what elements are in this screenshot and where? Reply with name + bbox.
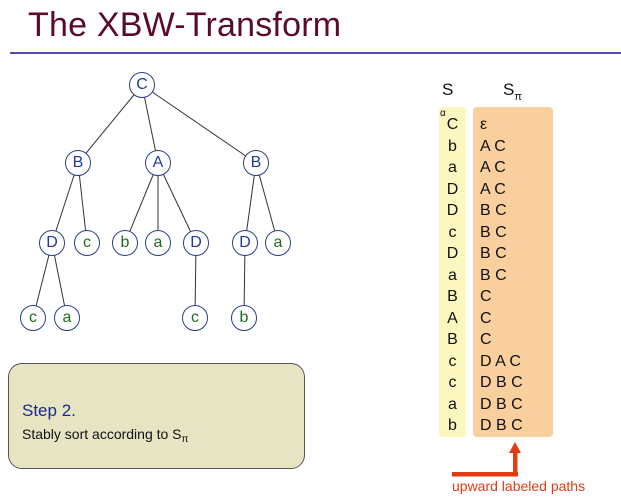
edge-n3-n7 [124,162,159,244]
tree-node: c [182,305,208,331]
s-column-cell: B [447,331,458,348]
sp-column-background [473,107,553,437]
edge-n1-n4 [141,84,257,164]
s-column-cell: A [447,309,458,327]
edge-n2-n5 [51,162,79,244]
tree-node: a [265,230,291,256]
sp-column-cell: A C [480,180,506,198]
alpha-marker: α [440,108,446,119]
sp-column-cell: C [480,331,492,348]
sp-column-cell: C [480,309,492,327]
s-column-cell: b [448,417,457,434]
step-description-text: Stably sort according to S [22,426,182,442]
s-column-cell: a [448,266,457,284]
slide-title: The XBW-Transform [28,6,342,44]
s-column-cell: C [446,116,459,133]
step-title: Step 2. [22,401,76,420]
upward-paths-annotation: upward labeled paths [452,478,586,494]
sp-column-cell: A C [480,159,506,176]
tree-node: D [39,230,65,256]
tree-node: c [20,305,46,331]
sp-column-cell: D B C [480,395,523,413]
step-callout: Step 2. Stably sort according to Sπ [8,363,305,469]
edge-n2-n6 [77,162,88,244]
s-column-background [439,107,466,437]
sp-column-cell: D B C [480,417,523,434]
sp-column-header: Sπ [503,80,522,103]
step-description: Stably sort according to Sπ [22,426,188,445]
edge-n3-n9 [157,162,197,244]
tree-node: B [65,150,91,176]
tree-node: B [243,150,269,176]
tree-node-root: C [129,72,155,98]
sp-column-cell: D B C [480,374,523,391]
tree-node: b [231,305,257,331]
s-column-cell: B [447,288,458,305]
sp-column-cell: C [480,288,492,305]
tree-node: A [145,150,171,176]
s-column-cell: D [446,180,459,198]
edge-n4-n10 [244,162,257,244]
sp-column-cell: B C [480,223,507,241]
sp-column-cell: B C [480,245,507,262]
tree-node: a [145,230,171,256]
sp-column-cell: ε [480,116,488,133]
title-divider [10,52,621,54]
tree-node: a [54,305,80,331]
sp-column-cell: B C [480,202,507,219]
s-column-cell: D [446,245,459,262]
s-column-header: S [442,80,454,99]
sp-column-cell: A C [480,137,506,155]
s-column-cell: c [448,374,457,391]
edge-n1-n2 [77,84,143,164]
edge-n4-n11 [255,162,279,244]
sp-column-header-subscript: π [514,91,522,103]
tree-node: D [183,230,209,256]
s-column-cell: c [448,223,457,241]
tree-node: D [232,230,258,256]
s-column-cell: c [448,352,457,370]
s-column-cell: a [448,159,457,176]
tree-node: b [112,230,138,256]
s-column-cell: D [446,202,459,219]
tree-node: c [74,230,100,256]
s-column-cell: a [448,395,457,413]
sp-column-cell: D A C [480,352,521,370]
sp-column-cell: B C [480,266,507,284]
step-description-subscript: π [181,434,189,445]
s-column-cell: b [448,137,457,155]
sp-column-header-label: S [503,80,515,99]
